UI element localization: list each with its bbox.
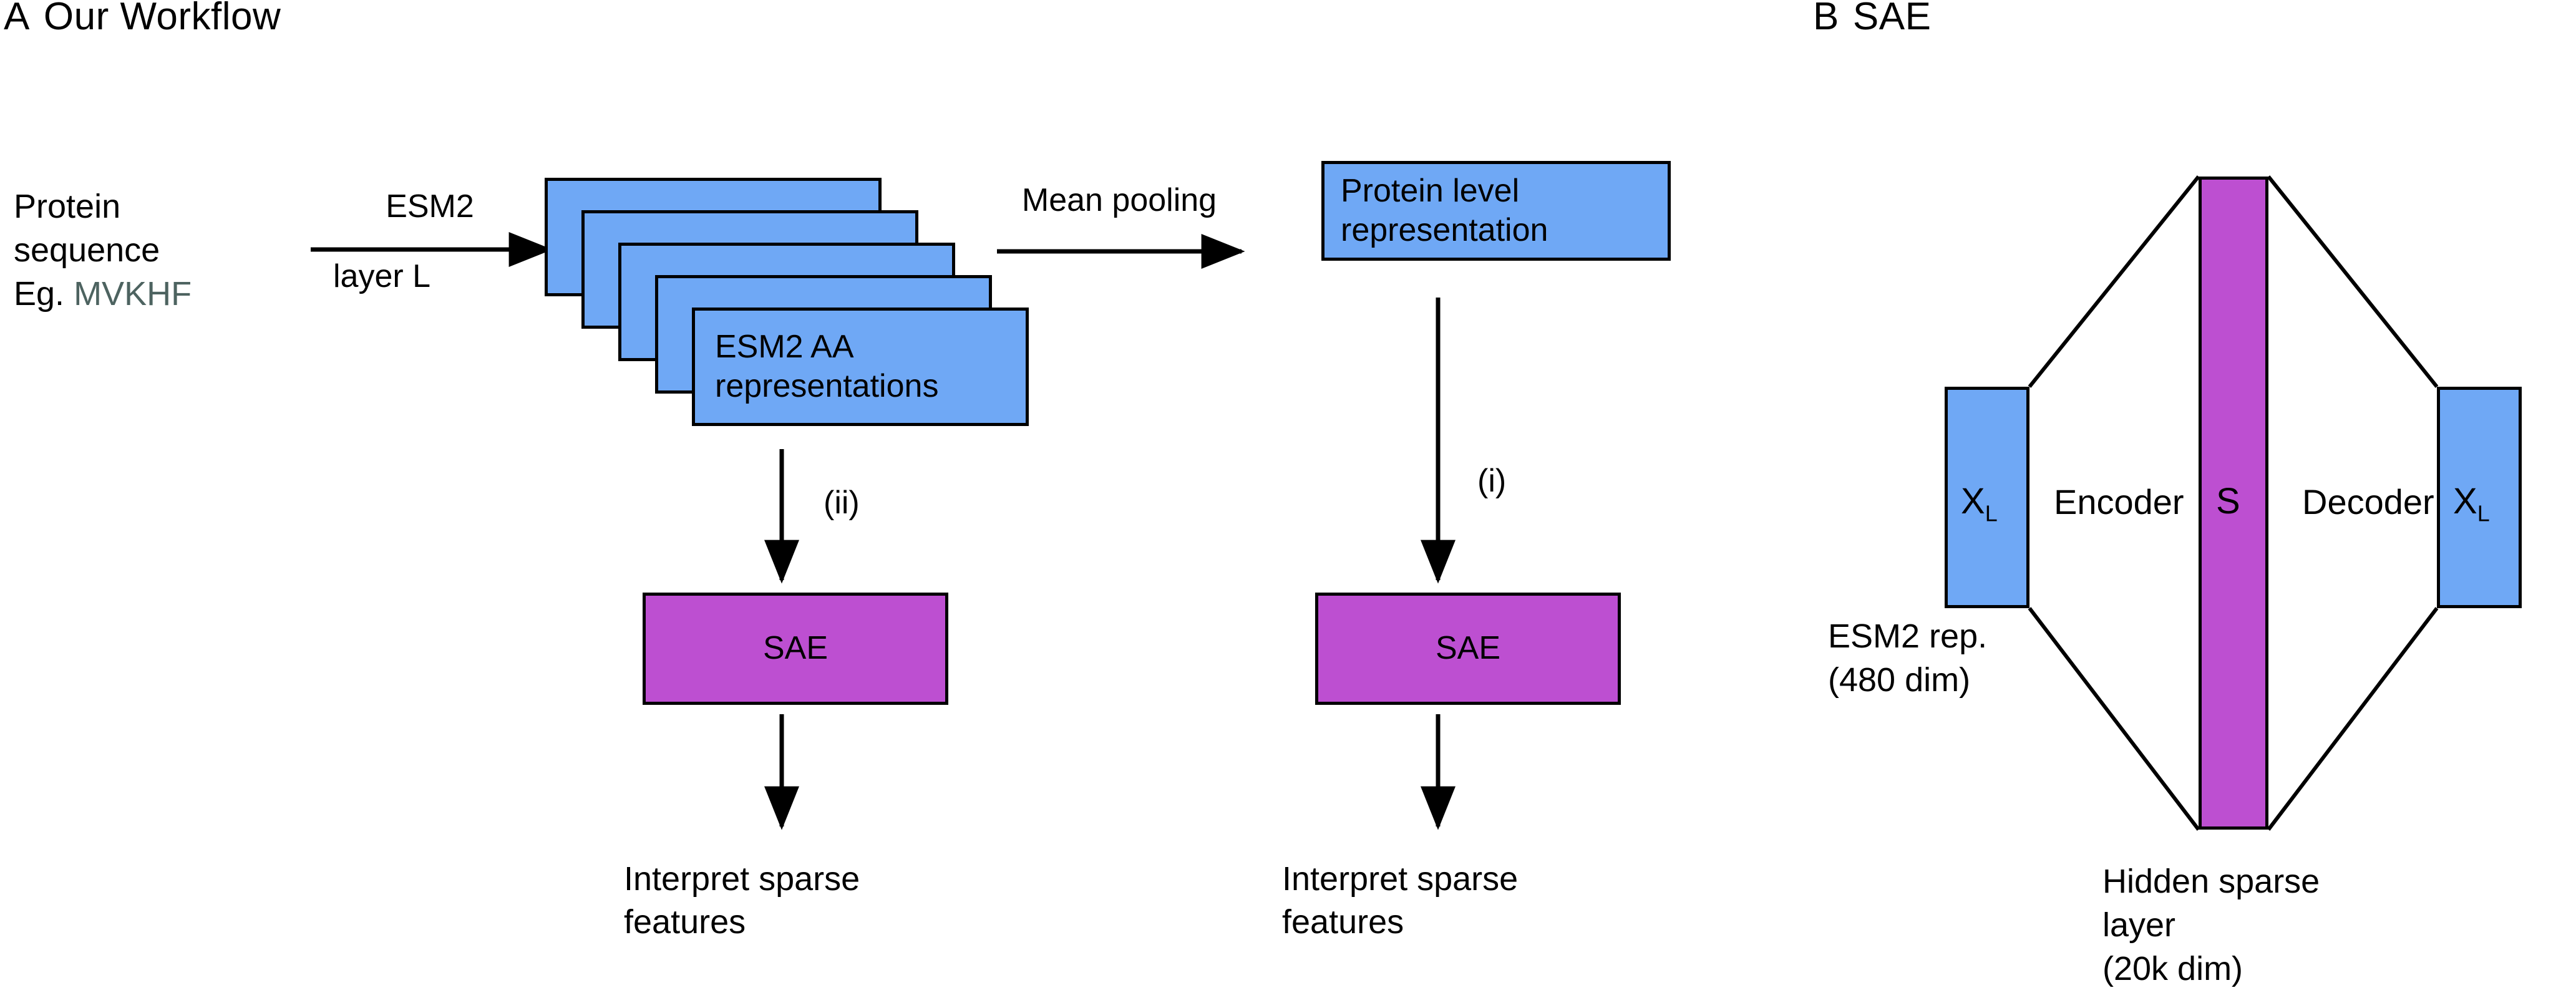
protein-input-line-3: Eg. MVKHF: [14, 272, 192, 316]
step-i-label: (i): [1477, 463, 1507, 499]
encoder-label: Encoder: [2054, 482, 2184, 521]
aa-representation-label: ESM2 AA representations: [715, 328, 939, 404]
decoder-label: Decoder: [2302, 482, 2434, 521]
sae-box-aa-label: SAE: [762, 630, 829, 667]
sae-input-box: [1945, 387, 2029, 608]
step-ii-label: (ii): [824, 485, 860, 521]
protein-sequence-sample: MVKHF: [74, 275, 192, 313]
sae-box-aa-branch: SAE: [643, 593, 948, 705]
hidden-sparse-layer-caption: Hidden sparse layer (20k dim): [2102, 863, 2320, 988]
encoder-bottom-line: [2028, 607, 2200, 831]
sae-box-protein-branch: SAE: [1315, 593, 1621, 705]
sae-output-symbol-subscript: L: [2477, 500, 2490, 526]
interpret-output-protein-branch: Interpret sparse features: [1282, 860, 1519, 941]
hidden-sparse-layer-column: [2199, 177, 2268, 830]
esm2-rep-caption: ESM2 rep. (480 dim): [1828, 618, 1988, 699]
decoder-top-line: [2267, 175, 2439, 388]
protein-level-representation-box: Protein level representation: [1321, 161, 1671, 261]
protein-input-line-2: sequence: [14, 231, 160, 269]
protein-input-label: Protein sequence Eg. MVKHF: [14, 185, 192, 316]
panel-b-letter: B: [1813, 0, 1839, 38]
interpret-output-aa-branch: Interpret sparse features: [624, 860, 860, 941]
sae-box-protein-label: SAE: [1435, 630, 1501, 667]
panel-a-letter: A: [4, 0, 30, 38]
sae-input-symbol-base: X: [1961, 481, 1985, 521]
decoder-bottom-line: [2267, 607, 2439, 831]
hidden-sparse-layer-symbol: S: [2216, 481, 2240, 521]
mean-pooling-label: Mean pooling: [1021, 182, 1217, 218]
sae-input-symbol: XL: [1961, 480, 1998, 525]
protein-level-representation-label: Protein level representation: [1341, 172, 1548, 248]
sae-output-symbol-base: X: [2453, 481, 2477, 521]
esm2-arrow-top-label: ESM2: [386, 188, 474, 225]
esm2-arrow-bottom-label: layer L: [333, 258, 431, 294]
sae-output-symbol: XL: [2453, 480, 2490, 525]
protein-input-eg-prefix: Eg.: [14, 275, 74, 313]
encoder-top-line: [2028, 175, 2200, 388]
aa-representation-card-1: ESM2 AA representations: [692, 308, 1029, 426]
panel-b-title-text: SAE: [1852, 0, 1932, 38]
panel-b-title: B SAE: [1813, 0, 1931, 37]
sae-output-box: [2437, 387, 2522, 608]
panel-a-title: A Our Workflow: [4, 0, 281, 37]
sae-input-symbol-subscript: L: [1985, 500, 1998, 526]
protein-input-line-1: Protein: [14, 188, 121, 225]
panel-a-title-text: Our Workflow: [43, 0, 281, 38]
